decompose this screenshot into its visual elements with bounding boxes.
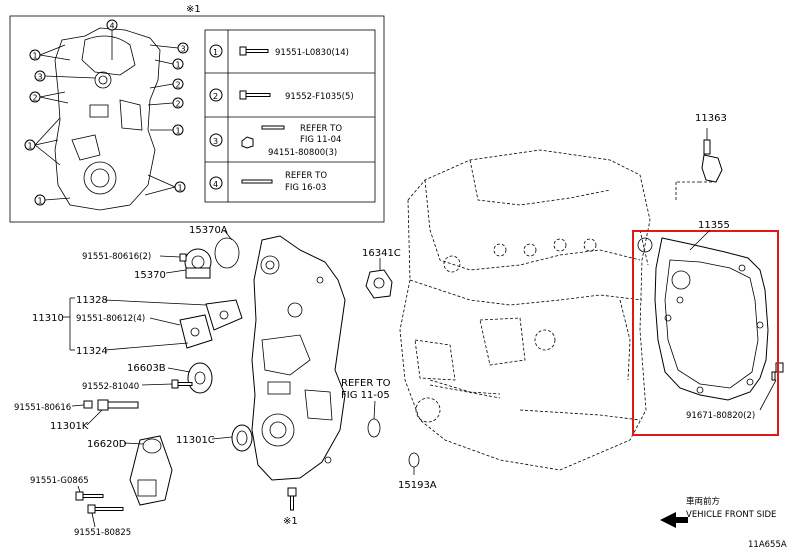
label-91552-81040: 91552-81040 (82, 382, 139, 392)
stud-icon (261, 125, 285, 130)
legend-num-2: 2 (213, 92, 218, 101)
legend-text-4a: REFER TO (285, 171, 327, 181)
label-bottom-mark: ※1 (283, 516, 298, 527)
cylinder-block (399, 149, 651, 471)
svg-text:3: 3 (38, 73, 43, 82)
svg-text:2: 2 (176, 100, 181, 109)
legend-text-3c: 94151-80800(3) (268, 148, 337, 158)
bolt-icon (239, 46, 269, 56)
bolt-91551-g0865 (75, 491, 104, 501)
label-11355: 11355 (698, 220, 730, 231)
bolt-icon (239, 90, 271, 100)
legend-text-1: 91551-L0830(14) (275, 48, 349, 58)
chain-tensioner-16620d (129, 435, 173, 506)
highlight-box (632, 230, 779, 436)
label-11328: 11328 (76, 295, 108, 306)
arrow-left-icon (660, 512, 688, 528)
o-ring-left (367, 418, 381, 438)
oil-pump-assembly (184, 248, 212, 279)
label-91671-80820-2: 91671-80820(2) (686, 411, 755, 421)
nut-icon (241, 136, 254, 149)
label-refer-to: REFER TO (341, 378, 391, 389)
rear-end-plate-11355 (637, 237, 769, 401)
label-11324: 11324 (76, 346, 108, 357)
legend-text-2b: 91552-F1035(5) (285, 92, 354, 102)
figure-id: 11A655A (748, 540, 787, 550)
svg-text:3: 3 (181, 45, 186, 54)
label-91551-80616: 91551-80616 (14, 403, 71, 413)
label-11301c: 11301C (176, 435, 215, 446)
oil-pressure-sensor-11363 (700, 128, 723, 183)
svg-text:4: 4 (110, 22, 115, 31)
label-11310: 11310 (32, 313, 64, 324)
inset-legend-table: 1 91551-L0830(14) 2 2 91552-F1035(5) 3 (204, 29, 376, 203)
timing-chain-cover (251, 235, 346, 481)
legend-text-4b: FIG 16-03 (285, 183, 326, 193)
bolt-91671-80820 (771, 362, 784, 381)
svg-text:1: 1 (33, 52, 38, 61)
part-labels: 11363 11355 16341C 15370A 15370 91551-80… (14, 113, 777, 538)
gasket-11328 (205, 299, 243, 331)
bottom-bolt (287, 487, 297, 511)
label-11301k: 11301K (50, 421, 89, 432)
sensor-leader-dashed (675, 181, 700, 200)
direction-label-en: VEHICLE FRONT SIDE (686, 510, 776, 520)
label-91551-80825: 91551-80825 (74, 528, 131, 538)
idler-pulley-16603b (187, 362, 213, 394)
label-15370a: 15370A (189, 225, 228, 236)
label-16620d: 16620D (87, 439, 127, 450)
timing-cover-thumbnail (54, 27, 161, 211)
label-91551-g0865: 91551-G0865 (30, 476, 89, 486)
vehicle-front-indicator: 車両前方 VEHICLE FRONT SIDE (660, 496, 776, 528)
label-91551-80612-4: 91551-80612(4) (76, 314, 145, 324)
svg-text:1: 1 (38, 197, 43, 206)
inset-callouts: 4 1 3 2 1 1 3 1 2 2 1 1 (24, 19, 189, 206)
label-11363: 11363 (695, 113, 727, 124)
legend-text-3b: FIG 11-04 (300, 135, 341, 145)
label-15370: 15370 (134, 270, 166, 281)
svg-text:1: 1 (176, 61, 181, 70)
label-fig-11-05: FIG 11-05 (341, 390, 390, 401)
bolt-91551-80616 (179, 253, 187, 262)
bolt-91552-81040 (171, 379, 193, 389)
bolt-91551-80825 (87, 504, 124, 514)
o-ring-15370a (214, 237, 240, 269)
o-ring-15193a (408, 452, 420, 475)
label-15193a: 15193A (398, 480, 437, 491)
svg-text:1: 1 (176, 127, 181, 136)
legend-text-3a: REFER TO (300, 124, 342, 134)
inset-panel: ※1 1 91551-L0830(14) 2 2 91552 (9, 4, 385, 223)
svg-text:1: 1 (28, 142, 33, 151)
legend-num-1: 1 (213, 48, 218, 57)
gasket-11324 (179, 314, 213, 349)
oil-seal-11301c (231, 424, 253, 452)
label-16603b: 16603B (127, 363, 166, 374)
stud-icon (241, 179, 273, 184)
sensor-11301k (83, 399, 139, 411)
svg-text:1: 1 (178, 184, 183, 193)
inset-title: ※1 (186, 4, 201, 15)
label-91551-80616-2: 91551-80616(2) (82, 252, 151, 262)
label-16341c: 16341C (362, 248, 401, 259)
legend-num-4: 4 (213, 180, 218, 189)
svg-text:2: 2 (33, 94, 38, 103)
legend-num-3: 3 (213, 137, 218, 146)
gasket-16341c (365, 269, 393, 299)
svg-text:2: 2 (176, 81, 181, 90)
direction-label-jp: 車両前方 (686, 496, 720, 507)
